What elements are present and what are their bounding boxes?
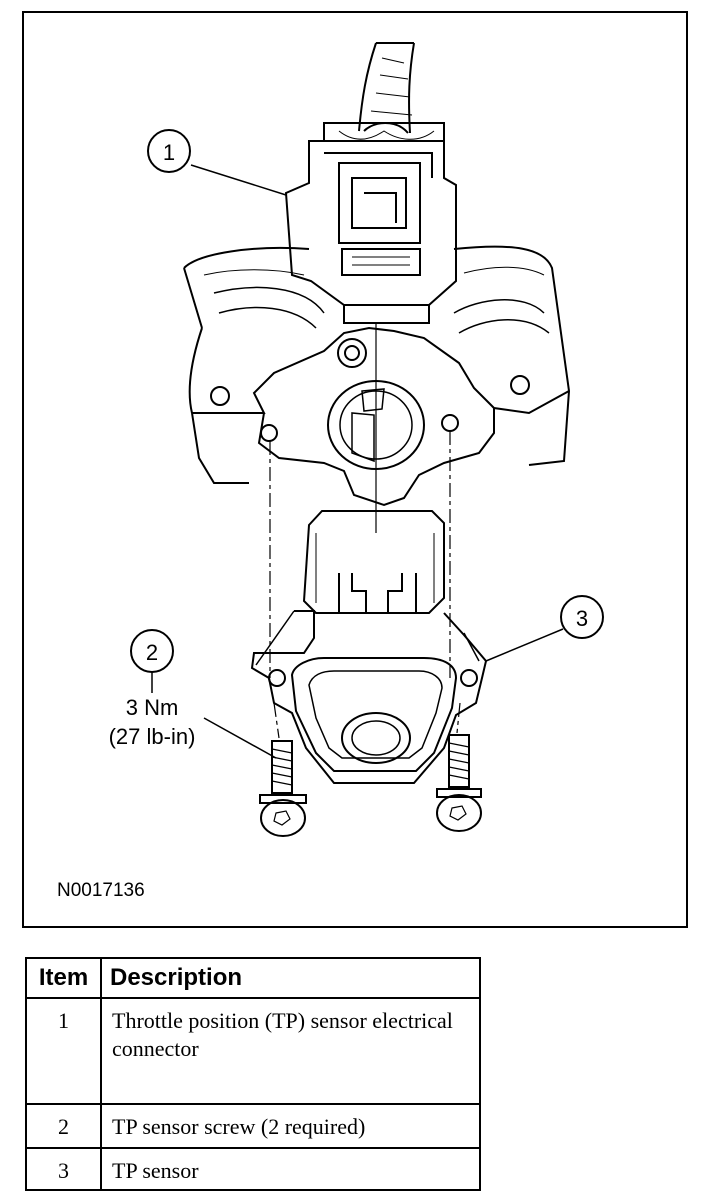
legend-item-description: TP sensor <box>100 1147 481 1191</box>
callout-label-2: 2 <box>146 640 158 665</box>
legend-item-number: 1 <box>25 997 102 1105</box>
legend-item-description: TP sensor screw (2 required) <box>100 1103 481 1149</box>
legend-table: Item Description 1 Throttle position (TP… <box>25 957 481 1191</box>
callout-label-1: 1 <box>163 140 175 165</box>
wiring-harness <box>358 42 415 134</box>
legend-item-description: Throttle position (TP) sensor electrical… <box>100 997 481 1105</box>
tp-sensor-part <box>250 510 488 784</box>
callout-circle-2 <box>130 629 174 673</box>
leader-lines <box>151 164 564 759</box>
torque-value: 3 Nm <box>126 695 179 720</box>
torque-value-alt: (27 lb-in) <box>109 724 196 749</box>
tp-sensor-screw-right <box>436 734 482 832</box>
throttle-body-part <box>183 245 571 507</box>
alignment-lines <box>269 323 461 739</box>
callout-label-3: 3 <box>576 606 588 631</box>
tp-sensor-screw-left <box>259 740 307 837</box>
electrical-connector-part <box>284 122 457 324</box>
legend-row: 1 Throttle position (TP) sensor electric… <box>25 997 481 1105</box>
legend-header-item: Item <box>25 957 102 999</box>
callout-circle-3 <box>560 595 604 639</box>
legend-item-number: 3 <box>25 1147 102 1191</box>
legend-row: 2 TP sensor screw (2 required) <box>25 1103 481 1149</box>
legend-row: 3 TP sensor <box>25 1147 481 1191</box>
legend-item-number: 2 <box>25 1103 102 1149</box>
figure-id: N0017136 <box>57 880 145 901</box>
legend-header-row: Item Description <box>25 957 481 999</box>
legend-header-description: Description <box>100 957 481 999</box>
illustration-drawing: 1 2 3 3 Nm (27 lb-in) N0017136 <box>57 42 604 901</box>
callout-circle-1 <box>147 129 191 173</box>
exploded-view-illustration: 1 2 3 3 Nm (27 lb-in) N0017136 <box>22 11 688 928</box>
